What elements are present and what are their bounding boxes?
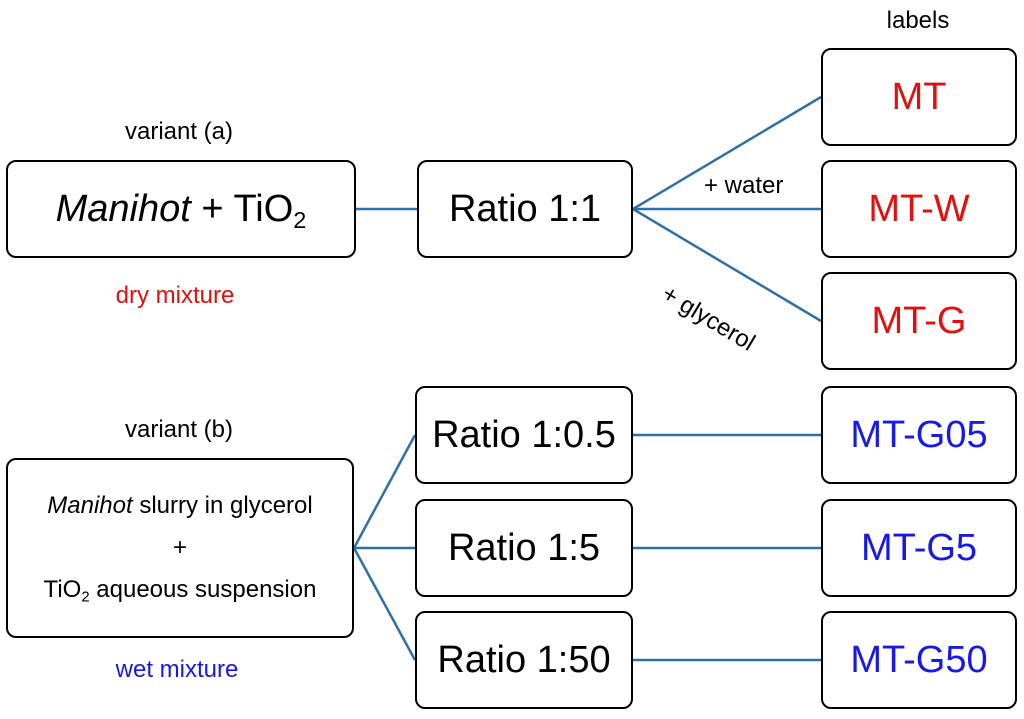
label-box-mt-g50: MT-G50	[821, 611, 1017, 709]
annotation-water: + water	[704, 172, 784, 199]
variant-b-source-line3: TiO2 aqueous suspension	[44, 569, 317, 611]
label-mt-g5: MT-G5	[860, 526, 978, 569]
variant-b-title: variant (b)	[124, 416, 234, 443]
labels-column-title: labels	[886, 7, 950, 34]
variant-a-source-text: Manihot + TiO2	[55, 187, 307, 233]
slurry-text: slurry in glycerol	[132, 492, 313, 519]
suspension-text: aqueous suspension	[89, 576, 317, 603]
subscript-2: 2	[293, 206, 307, 233]
label-mt-g50: MT-G50	[850, 638, 988, 681]
manihot-italic-b: Manihot	[47, 492, 133, 519]
label-box-mt: MT	[821, 48, 1017, 146]
label-box-mt-g5: MT-G5	[821, 499, 1017, 597]
label-box-mt-w: MT-W	[821, 160, 1017, 258]
ratio-text-1-0-5: Ratio 1:0.5	[432, 413, 616, 456]
label-mt-g: MT-G	[871, 299, 967, 342]
dry-mixture-label: dry mixture	[115, 282, 235, 309]
variant-a-ratio-text: Ratio 1:1	[448, 187, 602, 230]
ratio-box-1-0-5: Ratio 1:0.5	[415, 386, 633, 484]
connector-a-ratio-to-mt-g	[632, 207, 822, 323]
ratio-box-1-5: Ratio 1:5	[415, 499, 633, 597]
connector-b-source-to-ratio-05	[352, 434, 417, 549]
label-mt-w: MT-W	[868, 187, 970, 230]
ratio-box-1-50: Ratio 1:50	[415, 611, 633, 709]
manihot-italic: Manihot	[55, 187, 191, 230]
variant-a-source-box: Manihot + TiO2	[6, 160, 356, 258]
label-mt: MT	[891, 75, 947, 118]
connector-b-source-to-ratio-50	[352, 547, 417, 661]
label-box-mt-g05: MT-G05	[821, 386, 1017, 484]
variant-b-source-line2: +	[172, 534, 187, 561]
variant-b-source-line1: Manihot slurry in glycerol	[47, 485, 312, 527]
wet-mixture-label: wet mixture	[115, 656, 239, 683]
variant-a-ratio-box: Ratio 1:1	[417, 160, 633, 258]
tio-text: TiO	[43, 576, 82, 603]
ratio-text-1-50: Ratio 1:50	[437, 638, 611, 681]
subscript-2-b: 2	[81, 589, 90, 606]
variant-b-source-box: Manihot slurry in glycerol + TiO2 aqueou…	[6, 458, 354, 638]
label-box-mt-g: MT-G	[821, 272, 1017, 370]
connector-a-ratio-to-mt	[632, 95, 822, 211]
plus-tio-text: + TiO	[190, 187, 294, 230]
ratio-text-1-5: Ratio 1:5	[447, 526, 601, 569]
variant-a-title: variant (a)	[124, 118, 234, 145]
label-mt-g05: MT-G05	[850, 413, 988, 456]
